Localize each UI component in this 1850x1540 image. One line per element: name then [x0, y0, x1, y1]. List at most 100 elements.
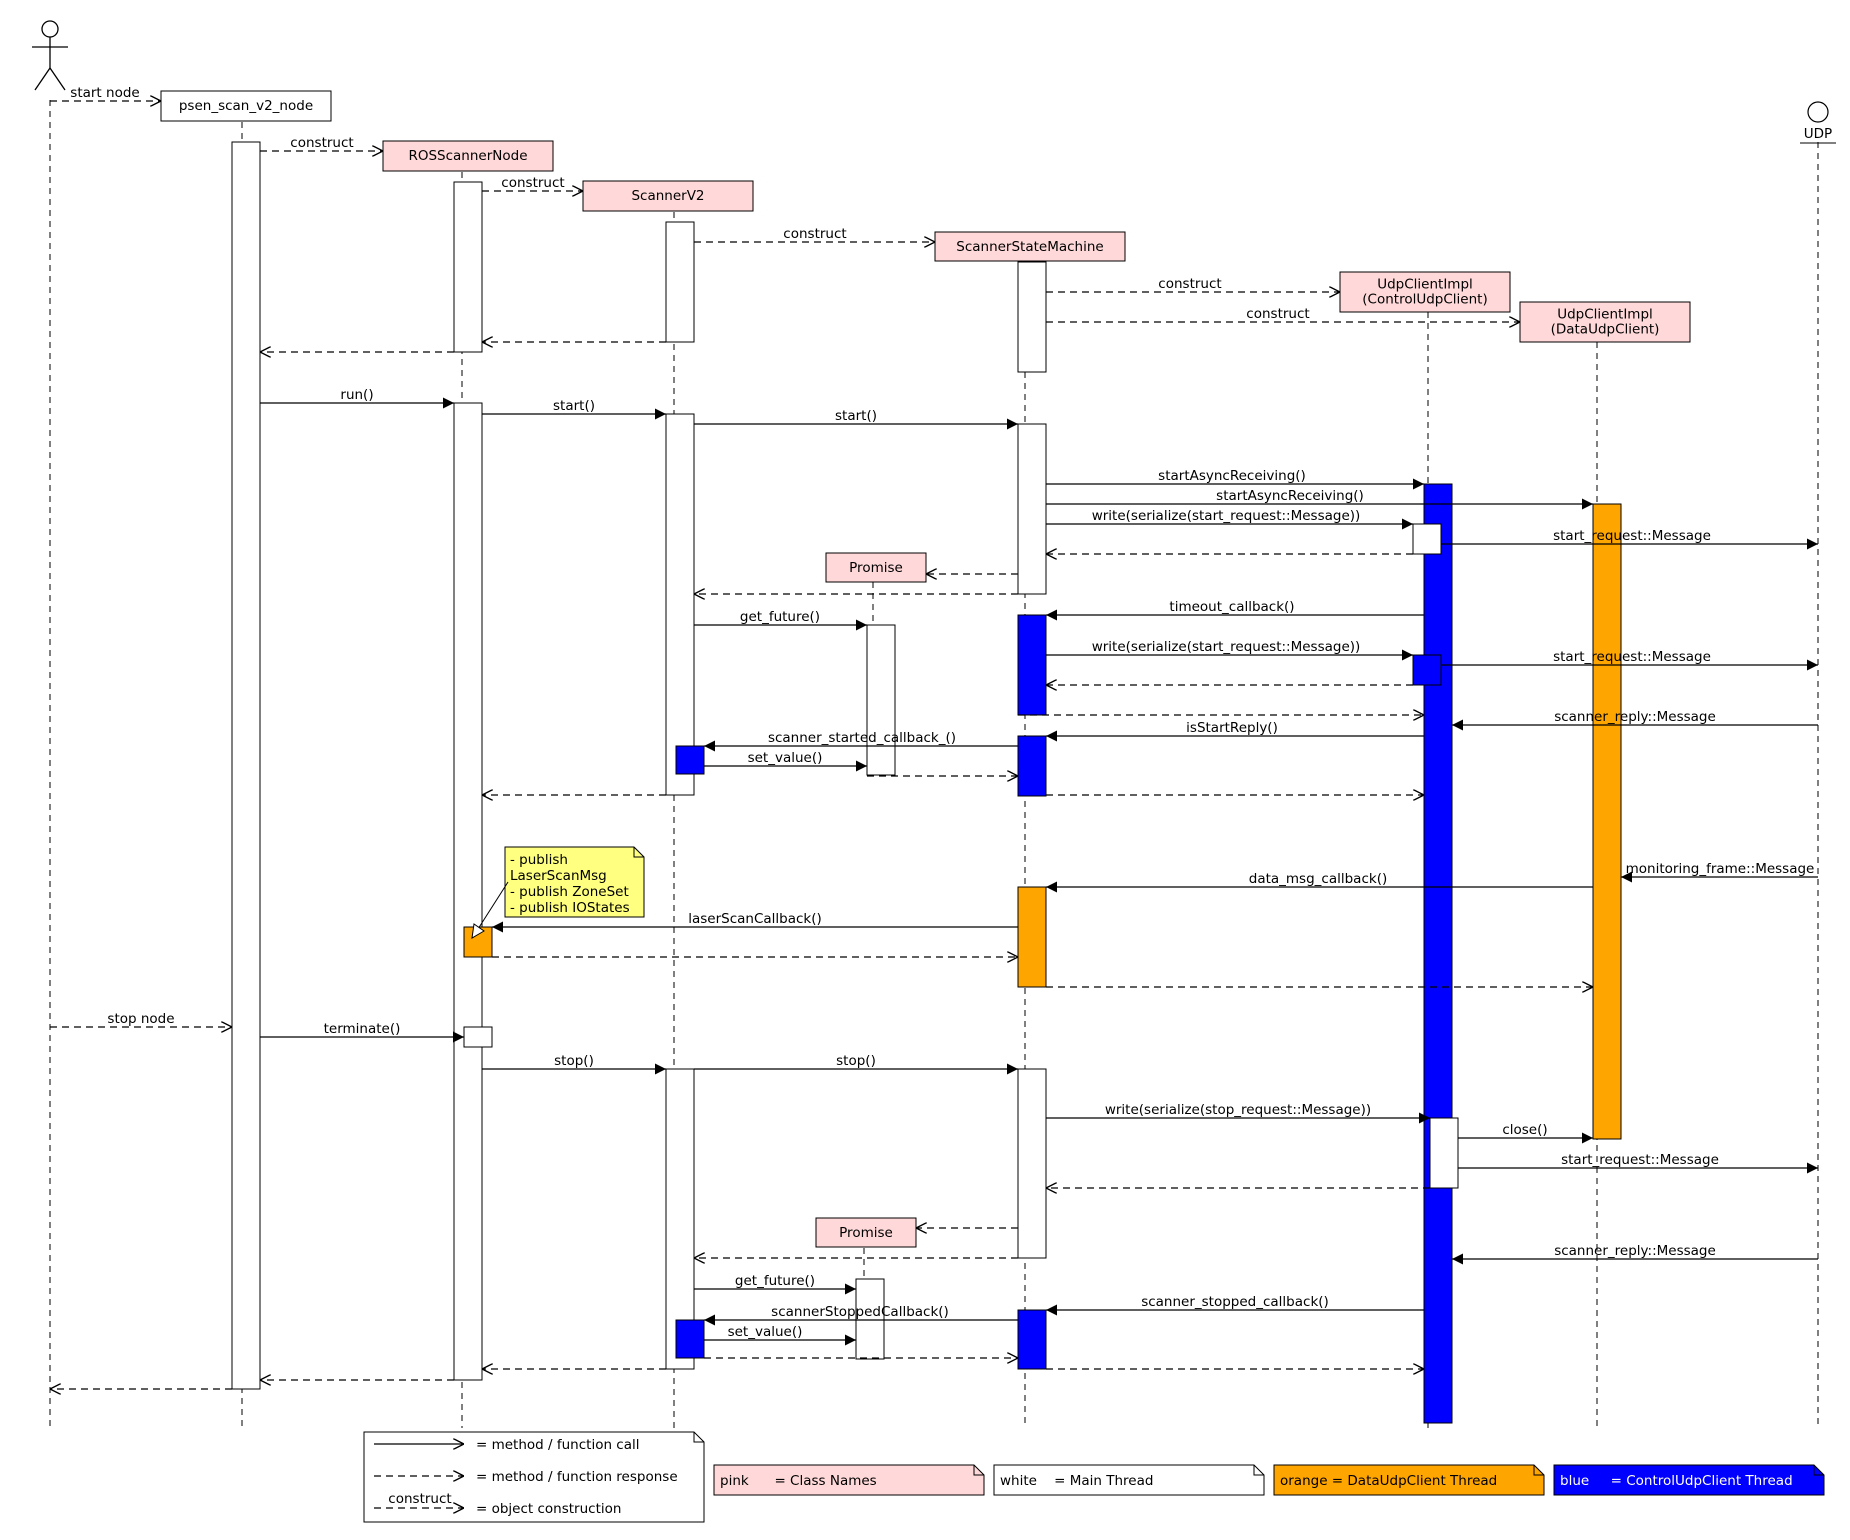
message-label: write(serialize(stop_request::Message)) — [1105, 1102, 1371, 1118]
message-label: start node — [70, 85, 139, 101]
message-label: scannerStoppedCallback() — [771, 1304, 949, 1320]
message-label: construct — [1158, 276, 1221, 292]
participant-psen-scan-v2-node: psen_scan_v2_node — [160, 90, 332, 122]
message-label: construct — [501, 175, 564, 191]
message-label: laserScanCallback() — [688, 911, 822, 927]
activation-ctrl-write-2 — [1412, 654, 1442, 686]
message-label: construct — [1246, 306, 1309, 322]
message-label: monitoring_frame::Message — [1626, 861, 1815, 877]
message-label: terminate() — [324, 1021, 401, 1037]
activation-scanner-started-cb — [675, 745, 705, 775]
activation-ros-run — [453, 402, 483, 1381]
participant-promise-1: Promise — [825, 552, 927, 583]
activation-promise2 — [855, 1278, 885, 1360]
activation-scanner-stopped-cb — [675, 1319, 705, 1359]
message-label: start_request::Message — [1553, 649, 1711, 665]
udp-label: UDP — [1804, 126, 1832, 142]
legend-pink-text: pink = Class Names — [720, 1473, 877, 1489]
message-label: get_future() — [735, 1273, 815, 1289]
message-label: start() — [835, 408, 877, 424]
activation-promise1 — [866, 624, 896, 776]
legend-call-text: = method / function call — [476, 1437, 640, 1453]
activation-ros-terminate — [463, 1026, 493, 1048]
legend-blue-text: blue = ControlUdpClient Thread — [1560, 1473, 1793, 1489]
legend: = method / function call = method / func… — [363, 1431, 1825, 1523]
message-label: start_request::Message — [1553, 528, 1711, 544]
actor-user-left-leg — [34, 67, 51, 91]
legend-arrows-box — [363, 1431, 705, 1523]
participant-promise-2: Promise — [815, 1217, 917, 1248]
legend-white: white = Main Thread — [993, 1464, 1265, 1496]
activation-ssm-stopped-cb — [1017, 1309, 1047, 1370]
message-label: scanner_reply::Message — [1554, 709, 1716, 725]
activation-scanner-stop — [665, 1068, 695, 1370]
message-label: startAsyncReceiving() — [1216, 488, 1364, 504]
participant-label-promise2: Promise — [839, 1225, 893, 1241]
legend-white-text: white = Main Thread — [1000, 1473, 1153, 1489]
legend-construction-text: = object construction — [476, 1501, 621, 1517]
activation-ctrl-write-stop — [1429, 1117, 1459, 1189]
participant-label-ssm: ScannerStateMachine — [956, 239, 1103, 255]
activation-ssm-data-msg — [1017, 886, 1047, 988]
participant-ros-scanner-node: ROSScannerNode — [382, 140, 554, 172]
activation-ssm-isstartreply — [1017, 735, 1047, 797]
activation-ssm-construct — [1017, 261, 1047, 373]
activation-scanner-construct — [665, 221, 695, 343]
message-label: data_msg_callback() — [1249, 871, 1387, 887]
participant-label-data: UdpClientImpl(DataUdpClient) — [1551, 307, 1660, 338]
activation-data-thread — [1592, 503, 1622, 1140]
message-label: construct — [783, 226, 846, 242]
message-label: run() — [340, 387, 373, 403]
participant-label-scanner: ScannerV2 — [631, 188, 704, 204]
message-label: start() — [553, 398, 595, 414]
participant-scanner-v2: ScannerV2 — [582, 180, 754, 212]
message-label: startAsyncReceiving() — [1158, 468, 1306, 484]
messages: start node construct construct construct con… — [50, 85, 1818, 1389]
message-label: scanner_reply::Message — [1554, 1243, 1716, 1259]
note-connector — [477, 881, 509, 930]
participant-label-promise1: Promise — [849, 560, 903, 576]
message-label: write(serialize(start_request::Message)) — [1092, 639, 1361, 655]
message-label: close() — [1502, 1122, 1547, 1138]
activation-ssm-start — [1017, 423, 1047, 595]
note-connector-head — [471, 923, 485, 939]
message-label: write(serialize(start_request::Message)) — [1092, 508, 1361, 524]
participant-scanner-state-machine: ScannerStateMachine — [934, 231, 1126, 262]
message-label: get_future() — [740, 609, 820, 625]
message-label: construct — [290, 135, 353, 151]
actor-user-right-leg — [49, 67, 66, 91]
udp-boundary-icon — [1807, 101, 1829, 123]
participant-control-udp-client: UdpClientImpl(ControlUdpClient) — [1339, 271, 1511, 313]
participant-label-ctrl: UdpClientImpl(ControlUdpClient) — [1362, 277, 1487, 308]
legend-response-text: = method / function response — [476, 1469, 678, 1485]
legend-orange: orange = DataUdpClient Thread — [1273, 1464, 1545, 1496]
participants: psen_scan_v2_node ROSScannerNode Scanner… — [160, 90, 1691, 1248]
message-label: stop node — [107, 1011, 174, 1027]
activation-bars — [231, 141, 1622, 1424]
message-label: start_request::Message — [1561, 1152, 1719, 1168]
activation-ssm-timeout — [1017, 614, 1047, 716]
message-label: set_value() — [728, 1324, 803, 1340]
message-label: set_value() — [748, 750, 823, 766]
activation-ssm-stop — [1017, 1068, 1047, 1259]
message-label: scanner_stopped_callback() — [1141, 1294, 1329, 1310]
actor-user-head — [41, 20, 59, 38]
message-label: timeout_callback() — [1169, 599, 1294, 615]
participant-label-ros: ROSScannerNode — [408, 148, 527, 164]
participant-label-node: psen_scan_v2_node — [179, 98, 313, 114]
legend-blue: blue = ControlUdpClient Thread — [1553, 1464, 1825, 1496]
legend-orange-text: orange = DataUdpClient Thread — [1280, 1473, 1497, 1489]
lifelines — [49, 100, 1819, 1428]
message-label: stop() — [836, 1053, 876, 1069]
legend-pink: pink = Class Names — [713, 1464, 985, 1496]
activation-node-main — [231, 141, 261, 1390]
message-label: isStartReply() — [1186, 720, 1278, 736]
activation-ros-construct — [453, 181, 483, 353]
activation-scanner-start — [665, 413, 695, 796]
participant-data-udp-client: UdpClientImpl(DataUdpClient) — [1519, 301, 1691, 343]
actor-udp: UDP — [1800, 101, 1836, 144]
legend-construct-label: construct — [388, 1491, 451, 1507]
